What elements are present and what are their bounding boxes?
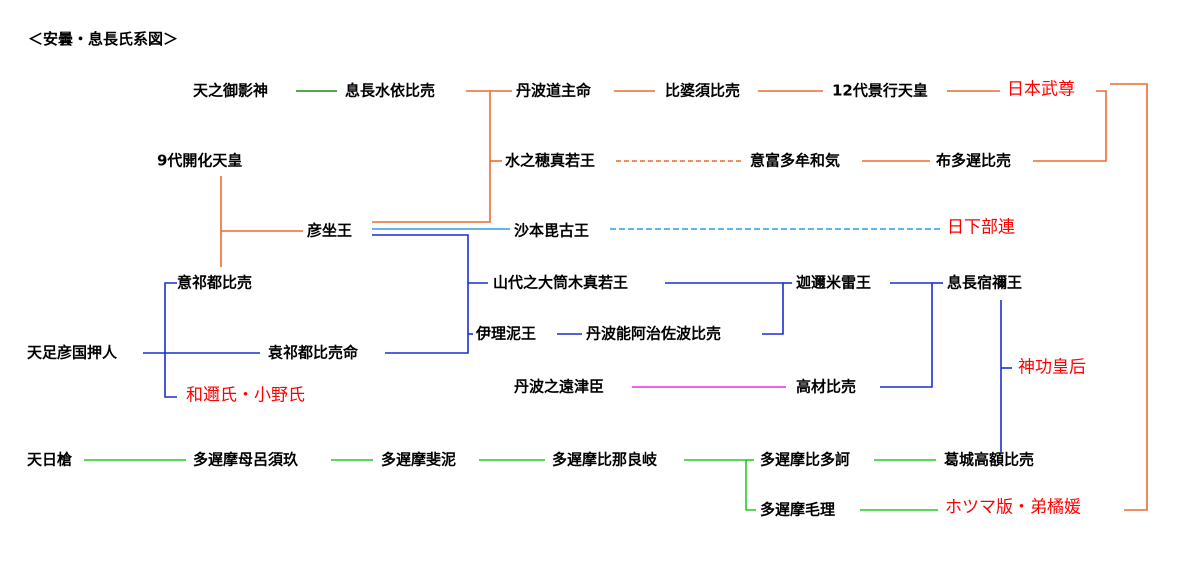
node-okatsu: 意祁都比売: [177, 273, 253, 292]
node-ameashi: 天足彦国押人: [27, 343, 118, 362]
node-tanba-nokawa: 丹波能阿治佐波比売: [586, 324, 722, 343]
node-mizuho-mawaka: 水之穂真若王: [505, 151, 596, 170]
node-sahobiko: 沙本毘古王: [514, 221, 590, 240]
node-okinaga-mizuyori: 息長水依比売: [345, 81, 436, 100]
node-futaji: 布多遅比売: [936, 151, 1012, 170]
node-tajima-mori: 多遅摩毛理: [760, 500, 836, 519]
line-okinaga-bracket: [372, 90, 491, 223]
node-kusakabe: 日下部連: [947, 217, 1015, 238]
node-hibasu: 比婆須比売: [665, 81, 741, 100]
line-kani-okinaga: [880, 282, 933, 388]
node-tanba-michinushi: 丹波道主命: [516, 81, 592, 100]
node-amenohiboko: 天日槍: [27, 450, 73, 469]
node-kazuraki-takanuka: 葛城高額比売: [944, 450, 1035, 469]
node-okatsu-mikoto: 袁祁都比売命: [268, 343, 359, 362]
line-yamato-hotsuma: [1110, 83, 1148, 511]
line-hikoimasu-blue: [372, 234, 469, 354]
node-tajima-tataku: 多遅摩比多訶: [760, 450, 851, 469]
node-hotsuma-ototachibana: ホツマ版・弟橘媛: [945, 497, 1081, 518]
node-kaika: 9代開化天皇: [157, 151, 243, 170]
node-otomi-tamuwake: 意富多牟和気: [750, 151, 841, 170]
node-tajima-hine: 多遅摩斐泥: [381, 450, 457, 469]
node-tajima-hinaraki: 多遅摩比那良岐: [552, 450, 658, 469]
node-takanuka: 高材比売: [796, 377, 857, 396]
node-yamashiro-otsutsuki: 山代之大筒木真若王: [493, 273, 629, 292]
node-jingu: 神功皇后: [1018, 357, 1086, 378]
line-futaji-yamato: [1033, 90, 1107, 162]
line-yamashiro-kani: [665, 282, 784, 335]
line-okatsu-bracket: [164, 282, 177, 398]
node-irine: 伊理泥王: [476, 324, 537, 343]
node-hikoimasu: 彦坐王: [307, 221, 353, 240]
node-kanimeikazuchi: 迦邇米雷王: [796, 273, 872, 292]
diagram-title: ＜安曇・息長氏系図＞: [28, 30, 179, 48]
node-amenomikage: 天之御影神: [193, 81, 269, 100]
node-tajima-morosuku: 多遅摩母呂須玖: [193, 450, 299, 469]
node-yamato-takeru: 日本武尊: [1007, 79, 1075, 100]
node-wani-ono: 和邇氏・小野氏: [186, 385, 305, 406]
node-tanba-toochi: 丹波之遠津臣: [514, 377, 605, 396]
node-keiko: 12代景行天皇: [832, 81, 928, 100]
node-okinaga-sukune: 息長宿禰王: [947, 273, 1023, 292]
line-hinaraki-branch: [684, 459, 756, 511]
